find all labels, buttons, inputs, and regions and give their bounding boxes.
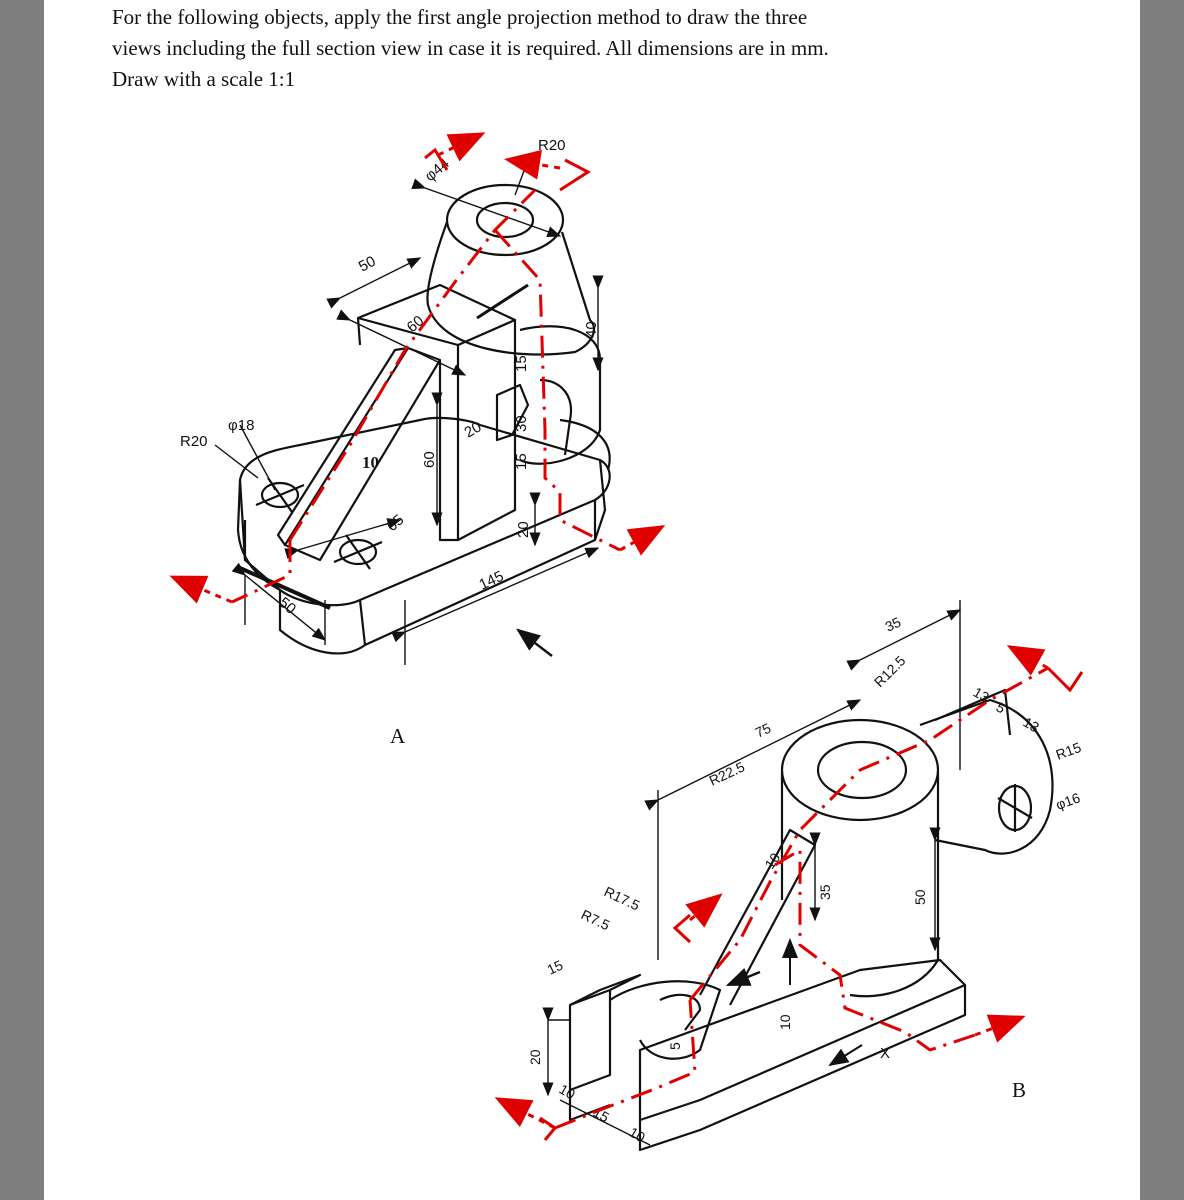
fig-a-base-front-2 <box>593 459 607 541</box>
fig-b-base-front <box>638 985 967 1152</box>
figure-a-label: A <box>390 724 406 748</box>
dim-b-35-top <box>846 609 962 671</box>
figure-b-section-arrows <box>494 645 1084 1141</box>
dim-a-phi44 <box>411 178 562 238</box>
dim-a-60-vert-text: 60 <box>421 451 438 468</box>
dim-a-phi18-text: φ18 <box>228 417 254 434</box>
dim-b-phi16-text: φ16 <box>1054 789 1083 813</box>
dim-b-35-top-text: 35 <box>883 614 904 635</box>
left-gray-margin <box>0 0 44 1200</box>
dim-a-phi44-text: φ44 <box>422 155 453 185</box>
fig-a-edge-hatch <box>239 566 331 610</box>
dim-a-15a-text: 15 <box>513 355 530 372</box>
dim-a-20a-text: 20 <box>462 418 485 441</box>
fig-b-left-slot <box>609 980 722 1060</box>
figure-a-dimension-lines <box>214 159 604 665</box>
dim-a-r20-top: R20 <box>538 137 566 154</box>
fig-b-right-hole-cross <box>997 784 1033 832</box>
fig-b-base <box>638 958 967 1122</box>
fig-a-block-top <box>356 283 517 347</box>
figure-a-section-arrows <box>169 132 666 604</box>
dim-b-r17-5-text: R17.5 <box>602 883 643 913</box>
fig-a-base-right-boss <box>559 418 611 471</box>
dim-a-leader-phi18 <box>239 424 276 491</box>
dim-b-35-vert-text: 35 <box>817 884 833 900</box>
fig-a-hole-left <box>260 481 300 509</box>
view-arrow-b-x <box>828 1044 863 1067</box>
figure-b-dimension-lines <box>542 600 962 1146</box>
dim-a-20b-text: 20 <box>515 521 532 538</box>
figure-b-section-line <box>554 666 1049 1130</box>
view-arrow-a <box>516 628 553 657</box>
dim-a-30-text: 30 <box>513 415 530 432</box>
fig-a-base-top <box>238 416 611 607</box>
fig-a-cylinder-2 <box>539 378 573 456</box>
fig-b-right-arm <box>919 698 1054 855</box>
dim-b-10-vert-text: 10 <box>777 1014 793 1030</box>
dim-a-65 <box>284 518 402 559</box>
fig-a-boss-cone <box>426 221 596 356</box>
figure-b-label: B <box>1012 1078 1027 1102</box>
dim-b-r22-5-text: R22.5 <box>707 758 748 788</box>
dim-b-75 <box>644 699 862 811</box>
fig-a-block-front <box>456 320 517 542</box>
dim-a-leader-r20 <box>514 159 529 196</box>
dim-a-65-text: 65 <box>384 511 408 535</box>
fig-a-center-rod <box>476 283 529 320</box>
dim-b-20-left-text: 20 <box>527 1049 543 1065</box>
figure-b-drawing <box>568 688 1054 1152</box>
dim-a-145 <box>391 547 600 643</box>
dim-b-15-top-text: 15 <box>545 957 566 978</box>
dim-b-10-bot-text: 10 <box>557 1081 579 1103</box>
dim-a-r20-left-text: R20 <box>180 433 208 450</box>
dim-b-bottom <box>559 1099 651 1146</box>
fig-b-right-arm-top <box>934 688 1012 736</box>
dim-b-13b-text: 13 <box>1021 714 1043 736</box>
dim-b-r15-text: R15 <box>1054 739 1084 763</box>
dim-a-leader-r20-left <box>214 444 259 479</box>
right-gray-margin <box>1140 0 1184 1200</box>
dim-b-13a-text: 13 <box>971 684 993 706</box>
dim-a-15b-text: 15 <box>513 453 530 470</box>
figure-a-section-line <box>231 188 621 604</box>
fig-a-block-window <box>495 383 530 442</box>
dim-b-5-small-text: 5 <box>667 1042 683 1050</box>
dim-b-r12-5-text: R12.5 <box>871 652 909 690</box>
fig-b-left-block <box>568 988 612 1092</box>
fig-b-left-block-top <box>569 973 642 1006</box>
fig-a-cylinder <box>519 325 602 465</box>
dim-b-10-bot2-text: 10 <box>627 1124 649 1146</box>
dim-b-75-text: 75 <box>753 720 774 741</box>
dim-a-50-top-text: 50 <box>356 253 379 276</box>
fig-b-left-slot-inner <box>659 993 702 1031</box>
instruction-line-3: Draw with a scale 1:1 <box>112 67 296 91</box>
fig-b-arm <box>699 828 817 1006</box>
dim-b-ext <box>548 600 961 1021</box>
dim-b-50-text: 50 <box>912 889 928 905</box>
section-mark-x: X <box>880 1045 890 1062</box>
figure-a-drawing <box>236 183 611 655</box>
dim-a-10-text: 10 <box>362 453 379 472</box>
dim-a-50-top <box>326 257 422 309</box>
instruction-line-2: views including the full section view in… <box>112 36 829 60</box>
instructions: For the following objects, apply the fir… <box>112 2 1012 95</box>
dim-a-50-bottom <box>231 562 327 641</box>
instruction-line-1: For the following objects, apply the fir… <box>112 5 808 29</box>
dim-a-40-text: 40 <box>583 321 600 338</box>
view-arrow-b <box>725 967 761 987</box>
dim-b-15-bot-text: 15 <box>591 1104 613 1126</box>
dim-b-r7-5-text: R7.5 <box>579 906 613 933</box>
